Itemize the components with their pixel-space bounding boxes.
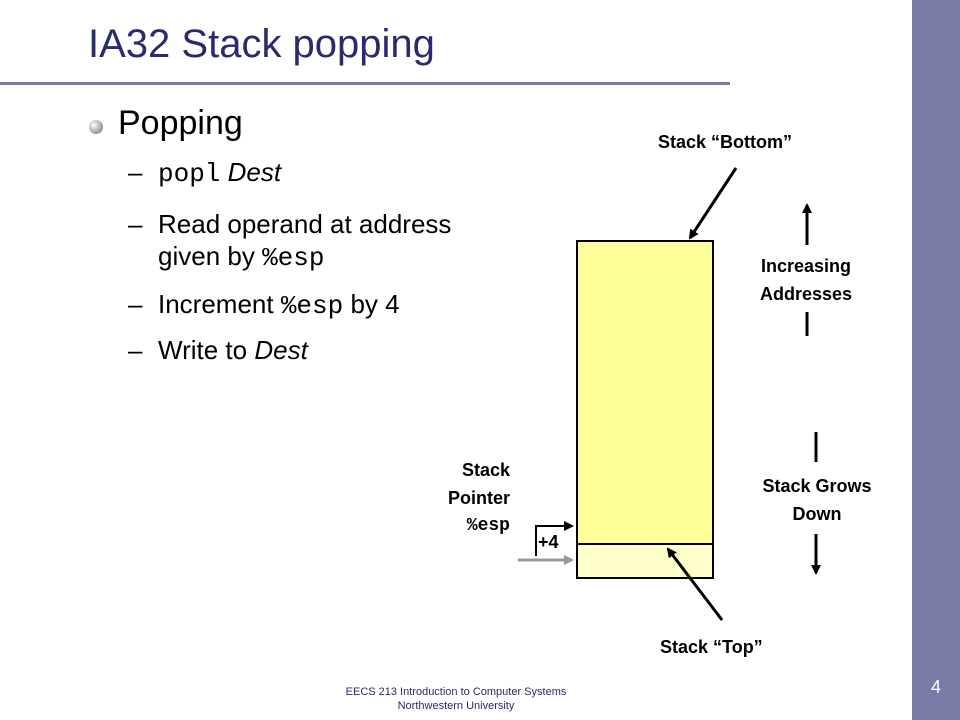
sub-item-read-cont: given by %esp bbox=[158, 240, 325, 274]
increasing-addresses-label: Increasing Addresses bbox=[736, 252, 876, 308]
dash-3: – bbox=[128, 289, 143, 319]
grows-line-2: Down bbox=[792, 504, 842, 524]
read-text-2: given by bbox=[158, 241, 263, 271]
grows-line-1: Stack Grows bbox=[762, 476, 872, 496]
stack-top-label: Stack “Top” bbox=[660, 637, 763, 657]
sub-item-read: –Read operand at address bbox=[128, 208, 451, 240]
dash-2: – bbox=[128, 209, 143, 239]
new-esp-arrow bbox=[535, 521, 574, 556]
italic-dest: Dest bbox=[227, 157, 282, 187]
increment-text: Increment bbox=[158, 289, 281, 319]
bullet-popping: Popping bbox=[118, 104, 243, 142]
italic-dest-2: Dest bbox=[254, 335, 308, 365]
sub-item-write: –Write to Dest bbox=[128, 334, 308, 366]
pointer-line-2: Pointer bbox=[447, 488, 510, 508]
increment-label: +4 bbox=[538, 532, 559, 552]
bullet-icon bbox=[89, 120, 103, 134]
sub-item-increment: –Increment %esp by 4 bbox=[128, 288, 400, 322]
stack-pointer-label: Stack Pointer %esp bbox=[400, 456, 510, 540]
code-popl: popl bbox=[158, 159, 221, 189]
read-text: Read operand at address bbox=[158, 209, 452, 239]
increasing-line-2: Addresses bbox=[759, 284, 853, 304]
code-esp-2: %esp bbox=[280, 291, 344, 321]
stack-top-cell bbox=[576, 543, 714, 579]
increment-text-2: by 4 bbox=[343, 289, 400, 319]
dash-1: – bbox=[128, 157, 143, 187]
increasing-line-1: Increasing bbox=[760, 256, 852, 276]
pointer-register: %esp bbox=[466, 516, 510, 536]
pointer-line-1: Stack bbox=[461, 460, 510, 480]
write-text: Write to bbox=[158, 335, 255, 365]
slide-title: IA32 Stack popping bbox=[88, 22, 435, 66]
stack-bottom-label: Stack “Bottom” bbox=[658, 132, 793, 152]
stack-grows-down-label: Stack Grows Down bbox=[734, 472, 900, 528]
page-number: 4 bbox=[930, 677, 941, 697]
dash-4: – bbox=[128, 335, 143, 365]
sub-item-popl: –popl Dest bbox=[128, 156, 281, 190]
title-divider bbox=[0, 82, 730, 85]
code-esp-1: %esp bbox=[262, 243, 325, 273]
diagram-arrows bbox=[518, 167, 821, 621]
footer-university: Northwestern University bbox=[397, 700, 515, 712]
sidebar-band bbox=[912, 0, 960, 720]
stack-body bbox=[576, 240, 714, 545]
bottom-pointer-arrow bbox=[688, 167, 738, 240]
footer-course: EECS 213 Introduction to Computer System… bbox=[345, 686, 567, 698]
top-pointer-arrow bbox=[666, 547, 724, 621]
